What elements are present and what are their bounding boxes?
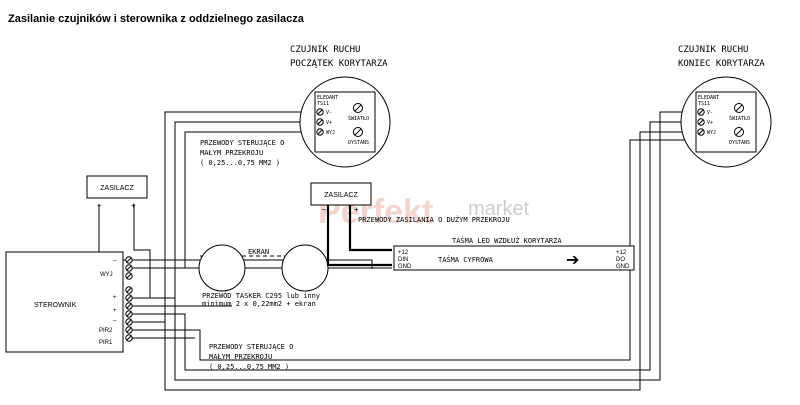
wire-end-sensor-wyj [129, 121, 695, 371]
sensor-end-caption-2: KONIEC KORYTARZA [678, 59, 765, 69]
sensor-start-term-vminus: V- [326, 110, 332, 116]
note-bottom-2: MAŁYM PRZEKROJU [209, 353, 272, 361]
strip-direction-arrow-icon: ➔ [566, 252, 579, 269]
sensor-start-terminals [316, 108, 324, 136]
wire-pir2 [129, 139, 695, 361]
strip-right-pin-gnd: GND [616, 264, 630, 270]
psu-left-box [86, 175, 148, 199]
sensor-start-board [314, 91, 376, 153]
wire-power-plus [348, 205, 392, 252]
controller-pin-pir1: PIR1 [99, 340, 113, 346]
strip-right-pin-do: DO [616, 257, 625, 263]
psu-mid-minus: – [322, 205, 327, 214]
wires [98, 111, 695, 391]
controller-pin-minus-2: – [113, 318, 117, 324]
sensor-end-term-vplus: V+ [707, 120, 713, 126]
sensor-start-term-wyj: WYJ [326, 130, 335, 136]
sensor-end-term-vminus: V- [707, 110, 713, 116]
sensor-start-caption-1: CZUJNIK RUCHU [290, 45, 360, 55]
controller-terminals [125, 256, 133, 342]
sensor-start-term-vplus: V+ [326, 120, 332, 126]
wire-end-sensor-vminus [164, 131, 695, 391]
sensor-start: CZUJNIK RUCHU POCZĄTEK KORYTARZA ELEDANT… [290, 45, 391, 168]
led-strip: TAŚMA LED WZDŁUŻ KORYTARZA +12 DIN GND T… [393, 236, 635, 271]
sensor-start-model-2: TS11 [317, 101, 329, 107]
strip-center-label: TAŚMA CYFROWA [438, 255, 494, 264]
sensor-end-terminals [697, 108, 705, 136]
note-bottom-1: PRZEWODY STERUJĄCE O [209, 343, 293, 351]
note-cable-1: PRZEWÓD TASKER C295 lub inny [202, 291, 320, 300]
note-top-3: ( 0,25...0,75 MM2 ) [200, 159, 280, 167]
note-power-wires: PRZEWODY ZASILANIA O DUŻYM PRZEKROJU [358, 215, 510, 224]
sensor-end-caption-1: CZUJNIK RUCHU [678, 45, 748, 55]
sensor-end-model-2: TS11 [698, 101, 710, 107]
psu-mid-plus: + [354, 205, 359, 214]
psu-left-label: ZASILACZ [100, 185, 134, 192]
controller: STEROWNIK – WYJ + + – PIR2 PIR1 [5, 251, 133, 353]
controller-label: STEROWNIK [34, 302, 77, 309]
strip-left-pin-din: DIN [398, 257, 408, 263]
strip-right-pin-12v: +12 [616, 250, 627, 256]
note-top-2: MAŁYM PRZEKROJU [200, 149, 263, 157]
controller-pin-plus-2: + [113, 308, 117, 314]
wire-start-sensor-vplus [129, 121, 307, 299]
sensor-end-board [695, 91, 757, 153]
wire-psu-plus [129, 204, 151, 299]
psu-left: ZASILACZ – + [86, 175, 148, 210]
sensor-start-model-1: ELEDANT [317, 95, 338, 101]
controller-pin-plus-1: + [113, 295, 117, 301]
sensor-start-pot-distance-label: DYSTANS [348, 140, 369, 146]
psu-left-plus: + [131, 201, 136, 210]
psu-mid: ZASILACZ – + [310, 182, 372, 214]
cable-ferrite-1 [198, 244, 246, 292]
watermark-sub: market [468, 198, 530, 220]
sensor-end-pot-distance-label: DYSTANS [729, 140, 750, 146]
sensor-start-pot-light-label: ŚWIATŁO [348, 115, 369, 122]
note-top-1: PRZEWODY STERUJĄCE O [200, 139, 284, 147]
sensor-end-model-1: ELEDANT [698, 95, 719, 101]
note-cable-2: minimum 2 x 0,22mm2 + ekran [202, 300, 316, 308]
wire-end-sensor-vplus [174, 111, 695, 381]
sensor-end: CZUJNIK RUCHU KONIEC KORYTARZA ELEDANT T… [678, 45, 772, 168]
strip-body [393, 245, 635, 271]
controller-pin-wyj: WYJ [100, 272, 113, 278]
psu-mid-box [310, 182, 372, 206]
note-bottom-3: ( 0,25...0,75 MM2 ) [209, 363, 289, 371]
controller-pin-pir2: PIR2 [99, 328, 113, 334]
wire-power-minus [326, 205, 392, 267]
wire-start-sensor-vminus [129, 111, 307, 323]
sensor-end-term-wyj: WYJ [707, 130, 716, 136]
diagram-title: Zasilanie czujników i sterownika z oddzi… [8, 13, 305, 25]
controller-pin-minus-1: – [113, 258, 117, 264]
controller-box [5, 251, 124, 353]
strip-left-pin-gnd: GND [398, 264, 412, 270]
sensor-end-pot-light-label: ŚWIATŁO [729, 115, 750, 122]
psu-mid-label: ZASILACZ [324, 192, 358, 199]
sensor-start-caption-2: POCZĄTEK KORYTARZA [290, 59, 388, 69]
cable-ferrite-2 [281, 244, 329, 292]
strip-header: TAŚMA LED WZDŁUŻ KORYTARZA [452, 236, 562, 245]
note-shield: EKRAN [248, 248, 269, 256]
psu-left-minus: – [97, 201, 102, 210]
strip-left-pin-12v: +12 [398, 250, 409, 256]
